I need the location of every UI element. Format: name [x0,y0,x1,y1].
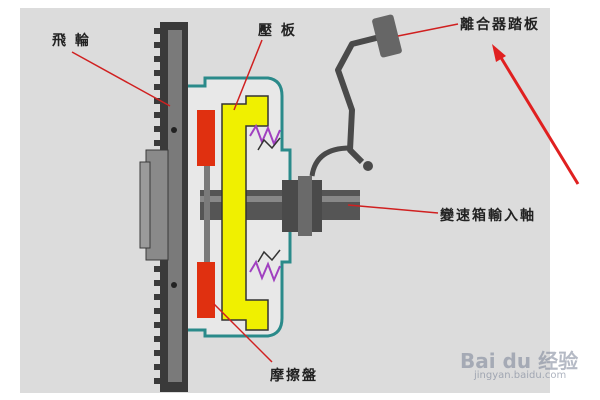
clutch-pedal-linkage [309,14,402,177]
friction-disc [197,110,215,318]
label-gearbox-input-shaft: 變速箱輸入軸 [440,208,536,224]
watermark-brand: Bai du 经验 [460,349,579,373]
label-clutch-pedal: 離合器踏板 [460,17,540,33]
watermark-domain: jingyan.baidu.com [474,370,567,381]
pointer-arrow [492,44,580,185]
flywheel [139,22,188,392]
clutch-springs [249,123,281,283]
label-pressure-plate: 壓 板 [258,23,297,39]
pressure-plate [221,95,269,331]
label-flywheel: 飛 輪 [52,33,91,49]
label-friction-disc: 摩擦盤 [270,368,318,384]
leader-lines [71,23,459,363]
